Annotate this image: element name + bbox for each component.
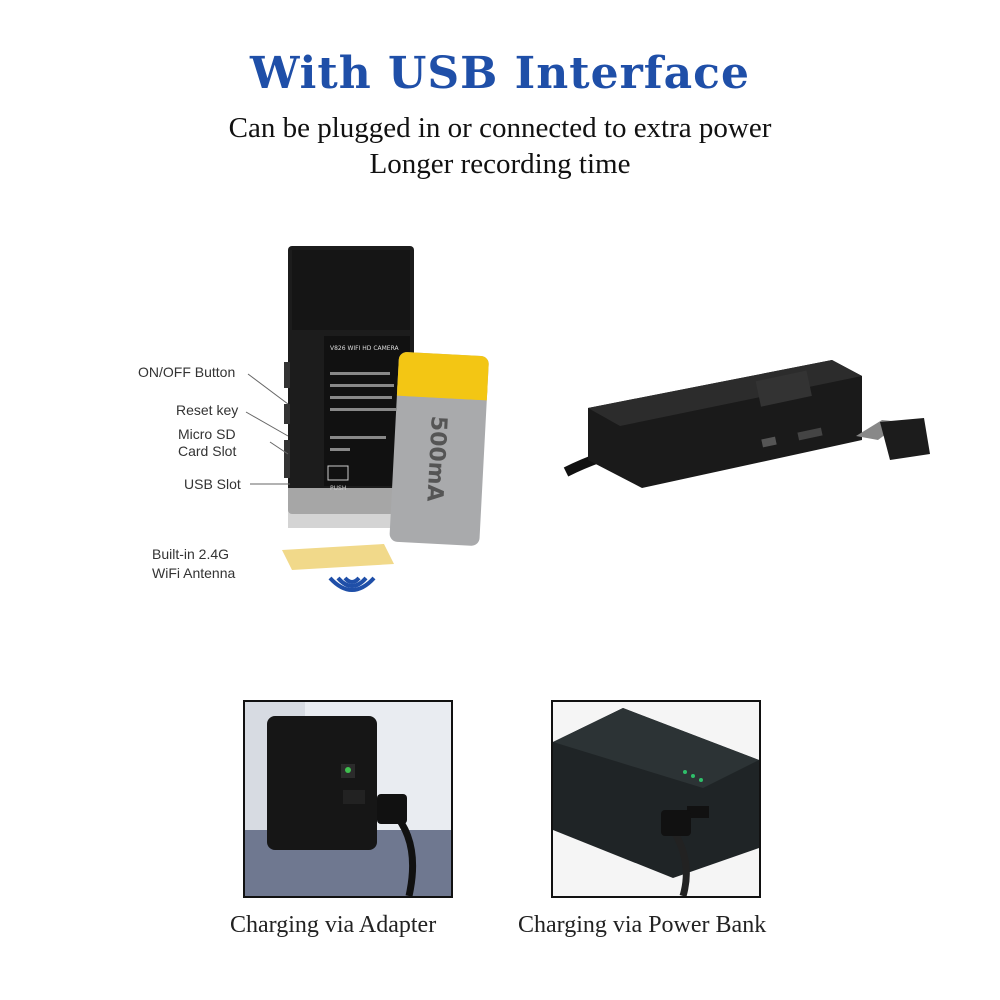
label-micro-sd-2: Card Slot	[178, 443, 237, 459]
camera-illustration: V826 WIFI HD CAMERA PUSH 500mA	[282, 244, 512, 574]
camera-usb-photo	[562, 350, 934, 500]
label-micro-sd-1: Micro SD	[178, 426, 236, 442]
subtitle-line-1: Can be plugged in or connected to extra …	[228, 112, 772, 144]
caption-adapter: Charging via Adapter	[230, 912, 437, 938]
page-title: With USB Interface	[250, 48, 750, 99]
adapter-photo	[243, 700, 453, 898]
powerbank-photo	[551, 700, 761, 898]
label-on-off-button: ON/OFF Button	[138, 364, 236, 380]
label-antenna-2: WiFi Antenna	[152, 565, 236, 581]
caption-powerbank: Charging via Power Bank	[518, 912, 767, 938]
wifi-icon	[326, 568, 378, 608]
battery-capacity: 500mA	[421, 415, 450, 502]
subtitle-line-2: Longer recording time	[369, 148, 631, 180]
label-leader-lines	[240, 370, 300, 490]
camera-model-text: V826 WIFI HD CAMERA	[330, 345, 400, 352]
label-usb-slot: USB Slot	[184, 476, 241, 492]
label-reset-key: Reset key	[176, 402, 239, 418]
label-antenna-1: Built-in 2.4G	[152, 546, 230, 562]
